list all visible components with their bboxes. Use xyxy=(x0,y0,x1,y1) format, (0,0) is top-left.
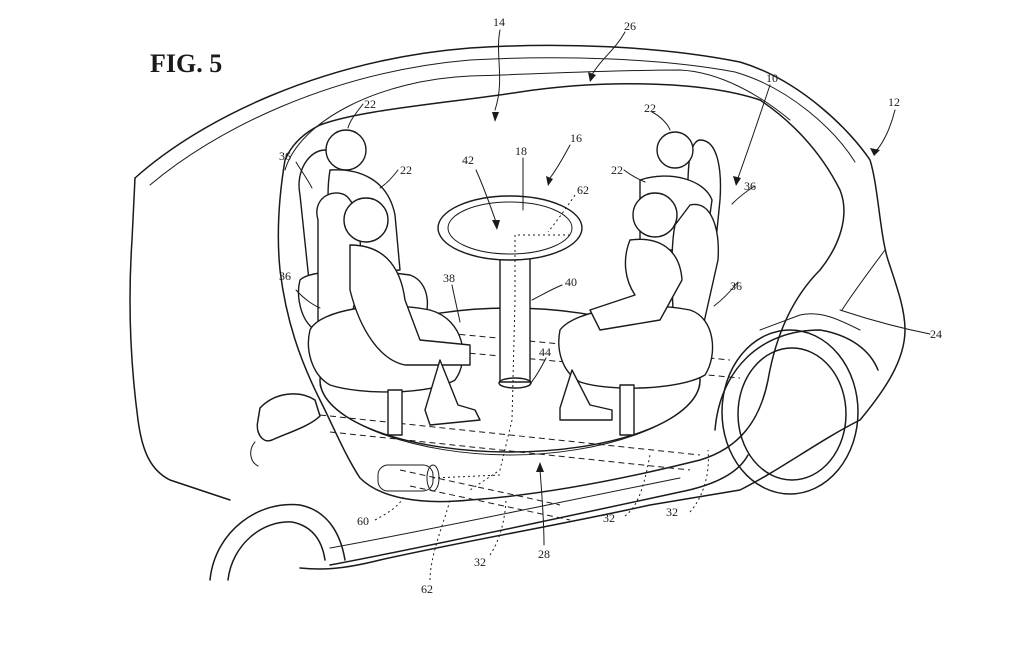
ref-36-rear-left: 36 xyxy=(279,149,291,163)
ref-26: 26 xyxy=(624,19,636,33)
ref-28: 28 xyxy=(538,547,550,561)
ref-22-rear-left: 22 xyxy=(364,97,376,111)
ref-36-front-right: 36 xyxy=(730,279,742,293)
ref-32-left: 32 xyxy=(474,555,486,569)
ref-32-right: 32 xyxy=(666,505,678,519)
ref-38: 38 xyxy=(443,271,455,285)
cabin-interior xyxy=(277,83,845,503)
leader-lines xyxy=(295,29,931,581)
figure-title: FIG. 5 xyxy=(150,49,222,78)
power-unit xyxy=(377,464,501,492)
ref-22-front-right: 22 xyxy=(611,163,623,177)
ref-10: 10 xyxy=(766,71,778,85)
ref-12: 12 xyxy=(888,95,900,109)
reference-numerals: 14 26 10 12 22 22 22 22 16 18 42 62 36 3… xyxy=(279,15,942,596)
front-wheel xyxy=(714,329,879,495)
ref-14: 14 xyxy=(493,15,505,29)
vehicle-body xyxy=(129,44,906,570)
ref-22-rear-right: 22 xyxy=(644,101,656,115)
center-table xyxy=(437,195,583,491)
ref-36-rear-right: 36 xyxy=(744,179,756,193)
rear-wheel xyxy=(209,503,346,581)
ref-60: 60 xyxy=(357,514,369,528)
ref-62-lower: 62 xyxy=(421,582,433,596)
ref-36-front-left: 36 xyxy=(279,269,291,283)
seat-front-left xyxy=(307,192,481,436)
ref-32-middle: 32 xyxy=(603,511,615,525)
ref-40: 40 xyxy=(565,275,577,289)
ref-16: 16 xyxy=(570,131,582,145)
ref-18: 18 xyxy=(515,144,527,158)
ref-44: 44 xyxy=(539,345,551,359)
arrowheads xyxy=(492,72,880,472)
ref-24: 24 xyxy=(930,327,942,341)
ref-22-front-left: 22 xyxy=(400,163,412,177)
ref-42: 42 xyxy=(462,153,474,167)
ref-62-upper: 62 xyxy=(577,183,589,197)
seat-front-right xyxy=(558,192,719,436)
